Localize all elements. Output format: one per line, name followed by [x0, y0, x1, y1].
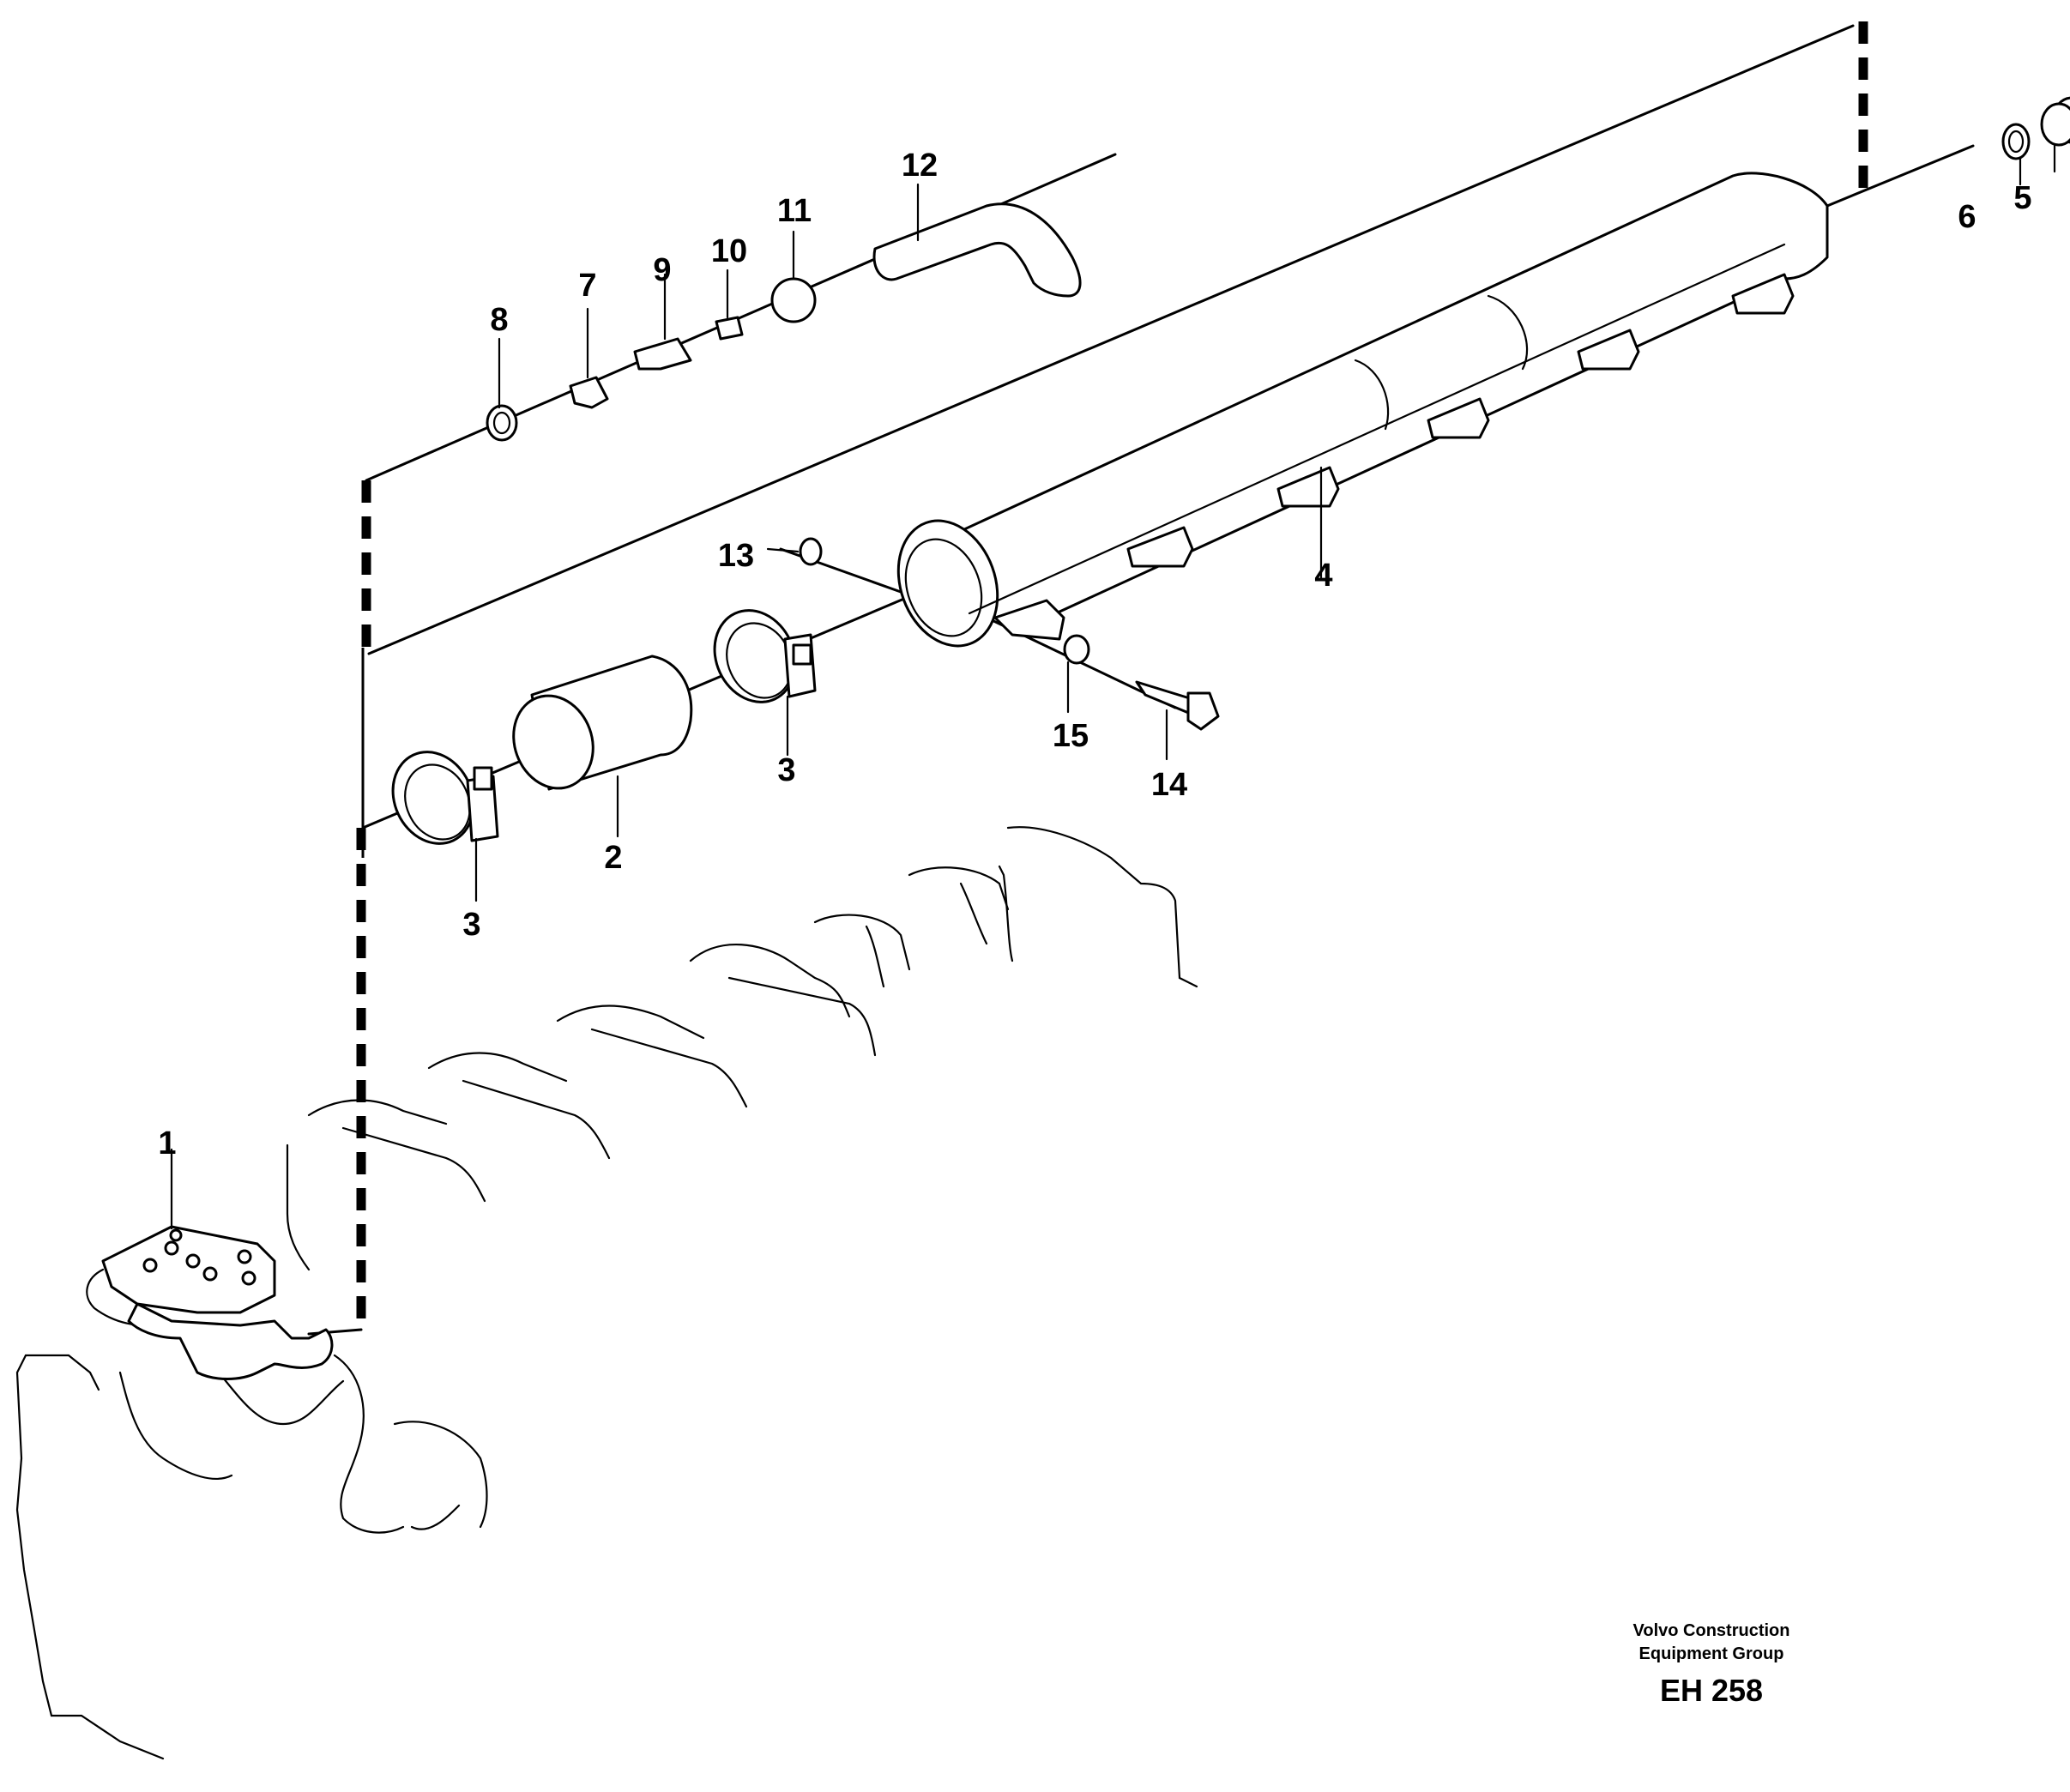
callout-13: 13 [718, 538, 754, 574]
callout-15: 15 [1053, 718, 1089, 754]
callout-11: 11 [777, 193, 812, 229]
thermostat-housing-part [101, 1148, 334, 1380]
callout-5: 5 [2013, 180, 2031, 216]
company-name-line2: Equipment Group [1638, 1644, 1784, 1663]
callout-1: 1 [158, 1125, 176, 1161]
callout-12: 12 [902, 148, 938, 184]
callout-labels: 1 2 3 3 4 5 6 7 8 9 10 11 12 13 14 15 [158, 148, 2031, 1161]
hose-clamp-upper [713, 609, 817, 757]
callout-2: 2 [604, 840, 622, 876]
coolant-pipe-manifold [896, 172, 1829, 648]
fittings-and-pipe [486, 183, 1082, 442]
company-name-line1: Volvo Construction [1632, 1621, 1790, 1640]
callout-14: 14 [1151, 767, 1187, 803]
coolant-hose [512, 655, 693, 838]
plug-and-washer [2001, 96, 2070, 186]
callout-3-upper: 3 [777, 752, 795, 788]
callout-7: 7 [578, 268, 596, 304]
callout-6: 6 [1958, 199, 1976, 235]
callout-8: 8 [490, 302, 508, 338]
callout-9: 9 [653, 252, 671, 288]
callout-10: 10 [711, 233, 747, 269]
callout-3-lower: 3 [462, 907, 480, 943]
small-fasteners [766, 537, 1220, 761]
callout-4: 4 [1314, 558, 1332, 594]
drawing-code: EH 258 [1659, 1673, 1764, 1708]
assembly-dash-lines [356, 21, 1868, 1330]
hose-clamp-lower [391, 751, 499, 902]
